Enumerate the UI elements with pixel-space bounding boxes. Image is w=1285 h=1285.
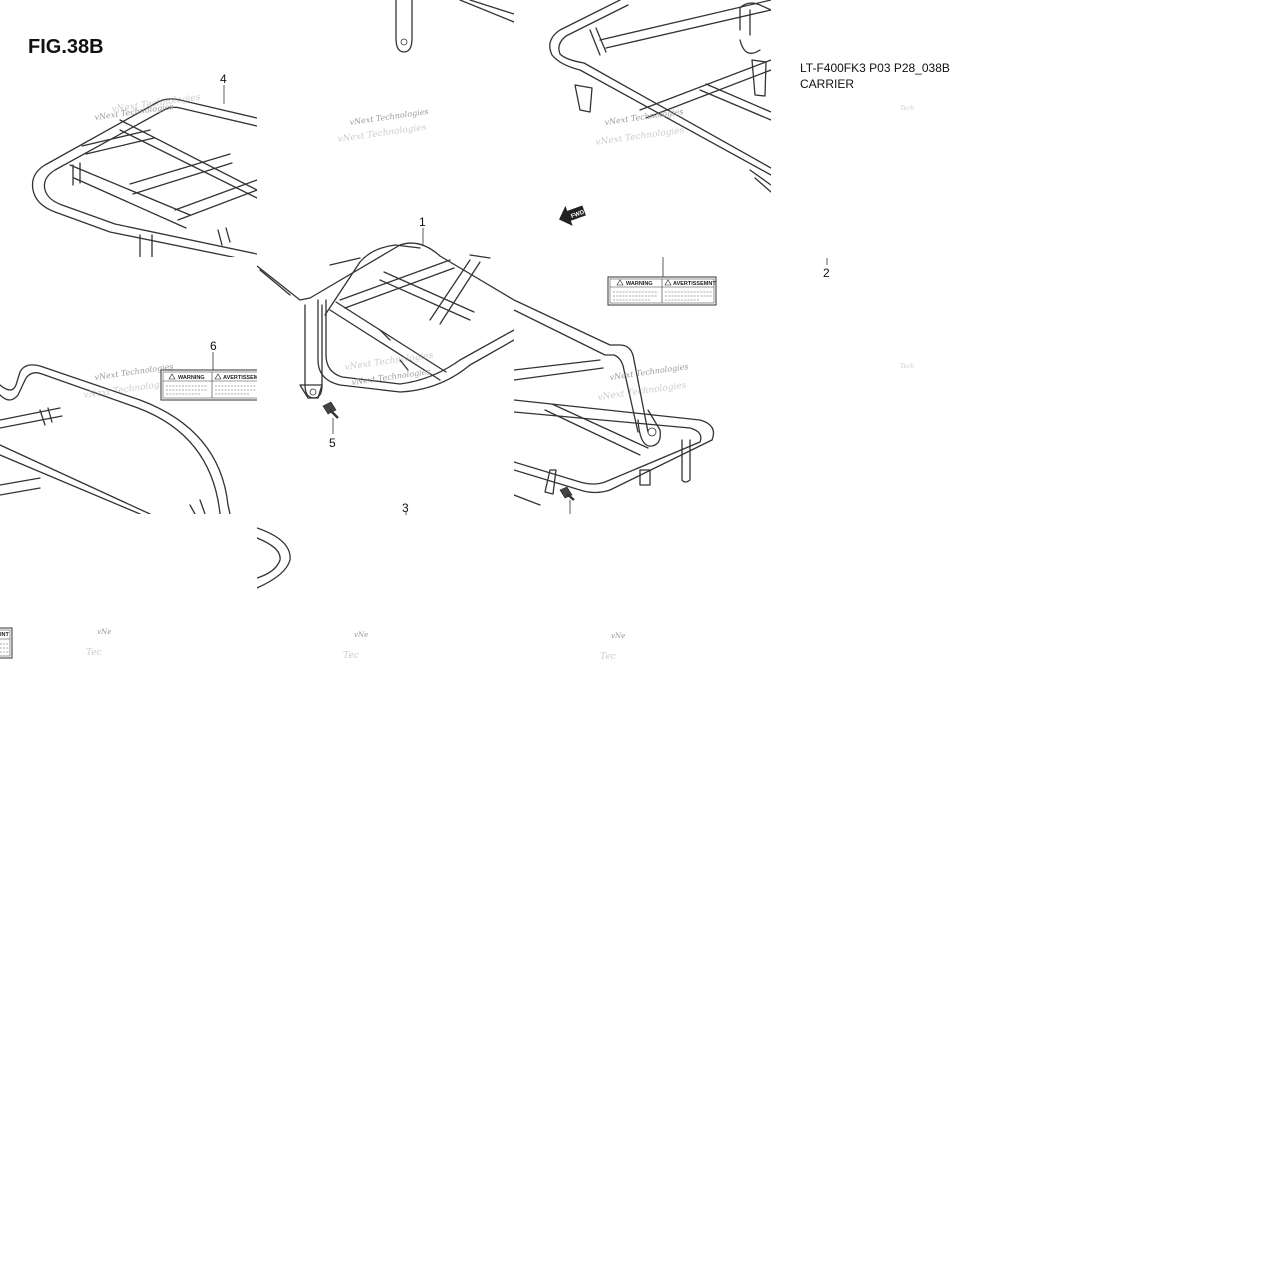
warning-label-fragment: INT <box>0 627 13 659</box>
carrier-tile-f: vNext Technologies vNext Technologies <box>514 299 715 506</box>
figure-title: FIG.38B <box>28 36 104 58</box>
bolt-icon <box>322 401 339 419</box>
svg-text:Tech: Tech <box>900 105 914 112</box>
carrier-tile-e: vNext Technologies vNext Technologies <box>257 242 514 419</box>
leader-lines <box>212 85 828 515</box>
bolt-icon <box>559 486 575 501</box>
svg-text:Tec: Tec <box>86 648 102 658</box>
rear-carrier-tile-a: vNext Technologies vNext Technologies <box>31 93 257 257</box>
callout-6: 6 <box>210 339 217 353</box>
svg-text:Tec: Tec <box>600 652 616 662</box>
warning-label-left: WARNING AVERTISSEM <box>160 369 259 401</box>
callout-3: 3 <box>402 501 409 515</box>
svg-text:Tec: Tec <box>343 651 359 661</box>
front-carrier-tile-c: vNext Technologies vNext Technologies <box>549 0 771 193</box>
watermark-text: vNext Technologies <box>604 107 684 127</box>
warning-label-right: WARNING AVERTISSEMNT <box>607 276 717 306</box>
model-info: LT-F400FK3 P03 P28_038B CARRIER <box>800 60 950 92</box>
svg-text:vNe: vNe <box>611 632 625 640</box>
callout-4: 4 <box>220 72 227 86</box>
fwd-label: FWD <box>570 209 586 220</box>
callout-2: 2 <box>823 266 830 280</box>
watermark-fragments: vNe Tec vNe Tec vNe Tec Tech Tech <box>86 105 914 662</box>
model-code: LT-F400FK3 P03 P28_038B <box>800 61 950 75</box>
svg-text:vNe: vNe <box>354 631 368 639</box>
watermark-ghost: vNext Technologies <box>83 379 173 401</box>
warning-label-en: WARNING <box>626 281 653 287</box>
watermark-ghost: vNext Technologies <box>595 126 685 148</box>
warning-label-en: WARNING <box>178 375 205 381</box>
watermark-text: vNext Technologies <box>609 362 689 382</box>
bracket-tile-b: vNext Technologies vNext Technologies <box>337 0 514 145</box>
forward-arrow-icon: FWD <box>559 205 586 226</box>
model-name: CARRIER <box>800 77 855 91</box>
carrier-tile-g-fragment <box>257 527 291 589</box>
warning-label-fr: AVERTISSEMNT <box>673 281 716 287</box>
svg-text:Tech: Tech <box>900 363 914 370</box>
callout-1: 1 <box>419 215 426 229</box>
callout-5: 5 <box>329 436 336 450</box>
warning-label-fragment-text: INT <box>0 632 10 638</box>
warning-label-fr: AVERTISSEM <box>223 375 259 381</box>
svg-text:vNe: vNe <box>97 628 111 636</box>
